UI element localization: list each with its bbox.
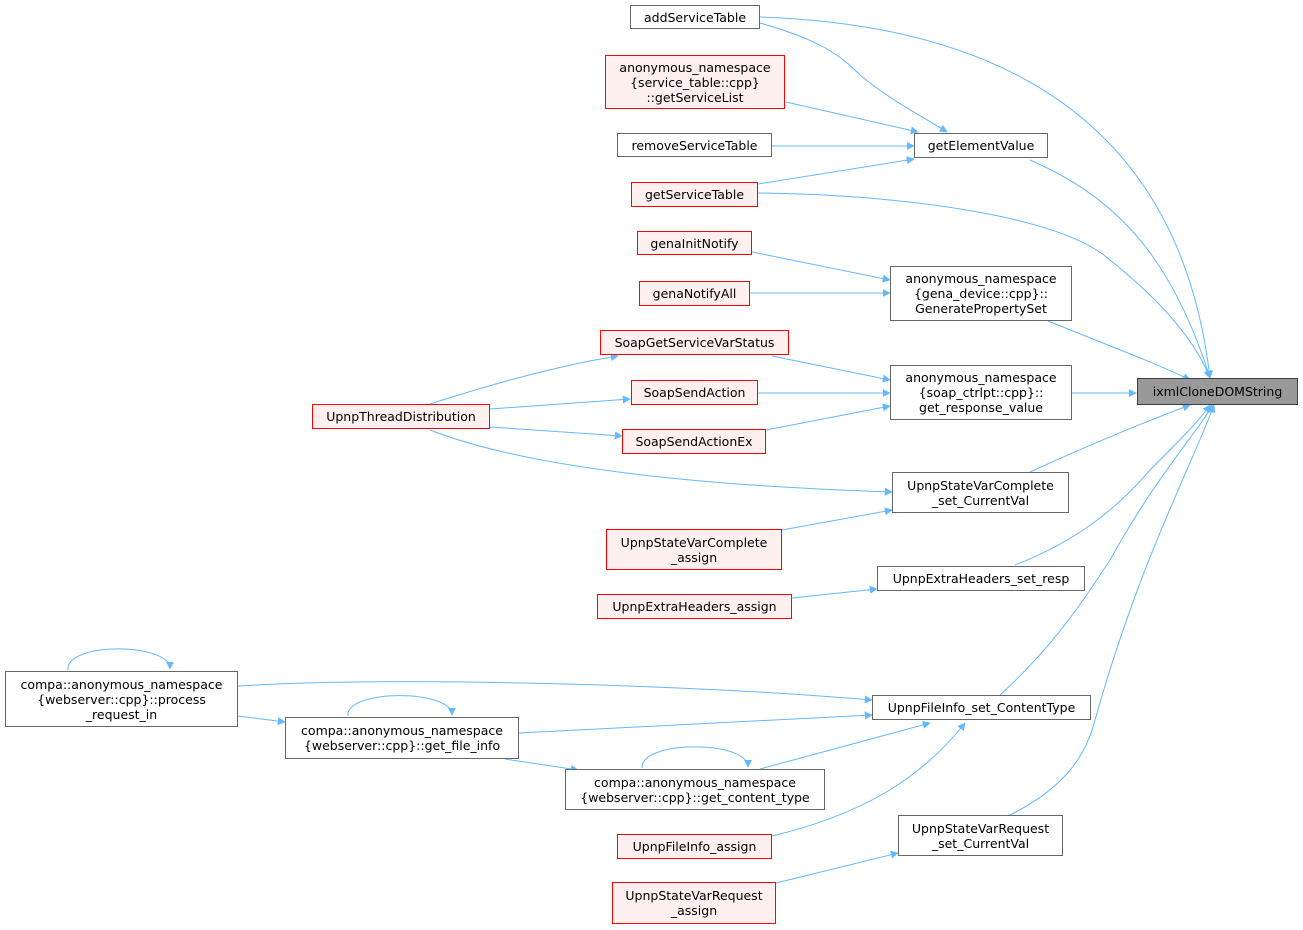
edge-getElementValue-root bbox=[1029, 159, 1212, 379]
node-label: compa::anonymous_namespace {webserver::c… bbox=[301, 723, 503, 753]
node-UpnpStateVarComplete_set_CurrentVal[interactable]: UpnpStateVarComplete _set_CurrentVal bbox=[892, 472, 1069, 513]
edge-StateVarComplete-root bbox=[1029, 403, 1191, 473]
node-label: UpnpThreadDistribution bbox=[326, 409, 476, 424]
node-SoapSendAction[interactable]: SoapSendAction bbox=[631, 380, 758, 405]
node-addServiceTable[interactable]: addServiceTable bbox=[630, 5, 760, 29]
node-getServiceList[interactable]: anonymous_namespace {service_table::cpp}… bbox=[605, 55, 785, 109]
edge-addServiceTable-getElementValue bbox=[759, 22, 948, 133]
edge-ThreadDistribution-SoapGetServiceVarStatus bbox=[429, 353, 619, 405]
node-label: genaInitNotify bbox=[650, 235, 739, 251]
node-genaInitNotify[interactable]: genaInitNotify bbox=[637, 231, 752, 255]
edge-process_request_in-FileInfo bbox=[237, 681, 873, 704]
edge-StateVarRequest_assign-StateVarRequest bbox=[775, 850, 899, 884]
edge-get_file_info-self bbox=[347, 695, 456, 717]
node-ixmlCloneDOMString: ixmlCloneDOMString bbox=[1137, 378, 1298, 405]
edge-ThreadDistribution-SoapSendAction bbox=[489, 395, 631, 410]
edge-SoapGetServiceVarStatus-get_response_value bbox=[771, 355, 891, 383]
edge-getServiceTable-getElementValue bbox=[757, 156, 915, 185]
edge-ThreadDistribution-StateVarComplete bbox=[429, 429, 893, 496]
edge-ExtraHeaders_assign-ExtraHeaders bbox=[791, 585, 878, 599]
edge-GeneratePropertySet-root bbox=[1047, 320, 1191, 381]
node-SoapGetServiceVarStatus[interactable]: SoapGetServiceVarStatus bbox=[600, 330, 789, 355]
edge-ThreadDistribution-SoapSendActionEx bbox=[489, 426, 623, 440]
node-label: anonymous_namespace {gena_device::cpp}::… bbox=[905, 271, 1057, 316]
node-label: UpnpStateVarComplete _set_CurrentVal bbox=[907, 477, 1054, 508]
edge-process_request_in-self bbox=[67, 648, 174, 671]
node-label: UpnpExtraHeaders_set_resp bbox=[892, 571, 1070, 586]
node-label: anonymous_namespace {soap_ctrlpt::cpp}::… bbox=[905, 370, 1057, 415]
node-get_content_type[interactable]: compa::anonymous_namespace {webserver::c… bbox=[565, 769, 825, 810]
edge-addServiceTable-root bbox=[759, 16, 1214, 379]
node-label: UpnpStateVarRequest _assign bbox=[625, 888, 763, 918]
node-label: genaNotifyAll bbox=[652, 286, 737, 301]
node-label: ixmlCloneDOMString bbox=[1152, 384, 1283, 399]
node-UpnpStateVarComplete_assign[interactable]: UpnpStateVarComplete _assign bbox=[606, 529, 782, 570]
node-label: anonymous_namespace {service_table::cpp}… bbox=[619, 59, 771, 105]
node-label: getElementValue bbox=[927, 138, 1035, 153]
node-label: UpnpExtraHeaders_assign bbox=[612, 599, 777, 614]
node-label: removeServiceTable bbox=[631, 137, 758, 153]
edge-StateVarRequest-root bbox=[1009, 404, 1216, 816]
node-get_file_info[interactable]: compa::anonymous_namespace {webserver::c… bbox=[285, 717, 519, 759]
node-UpnpStateVarRequest_assign[interactable]: UpnpStateVarRequest _assign bbox=[612, 882, 776, 924]
edge-FileInfo_assign-FileInfo bbox=[771, 722, 966, 837]
edge-ExtraHeaders-root bbox=[1014, 404, 1211, 566]
edge-FileInfo-root bbox=[999, 404, 1213, 696]
edge-SoapSendActionEx-get_response_value bbox=[765, 403, 891, 431]
node-GeneratePropertySet[interactable]: anonymous_namespace {gena_device::cpp}::… bbox=[890, 266, 1072, 321]
node-UpnpExtraHeaders_set_resp[interactable]: UpnpExtraHeaders_set_resp bbox=[877, 566, 1085, 591]
node-label: SoapSendAction bbox=[643, 385, 746, 400]
node-label: compa::anonymous_namespace {webserver::c… bbox=[20, 676, 223, 722]
node-label: getServiceTable bbox=[644, 187, 745, 202]
node-UpnpExtraHeaders_assign[interactable]: UpnpExtraHeaders_assign bbox=[597, 594, 792, 619]
edge-get_content_type-FileInfo bbox=[759, 721, 931, 770]
node-label: SoapSendActionEx bbox=[635, 434, 753, 449]
node-UpnpStateVarRequest_set_CurrentVal[interactable]: UpnpStateVarRequest _set_CurrentVal bbox=[898, 815, 1063, 856]
edge-get_content_type-self bbox=[641, 746, 752, 769]
node-label: UpnpStateVarRequest _set_CurrentVal bbox=[911, 820, 1050, 851]
node-SoapSendActionEx[interactable]: SoapSendActionEx bbox=[622, 429, 766, 454]
node-removeServiceTable[interactable]: removeServiceTable bbox=[617, 133, 772, 157]
node-label: addServiceTable bbox=[643, 9, 747, 25]
node-label: UpnpFileInfo_assign bbox=[632, 839, 757, 854]
node-label: compa::anonymous_namespace {webserver::c… bbox=[580, 774, 810, 805]
node-UpnpFileInfo_assign[interactable]: UpnpFileInfo_assign bbox=[617, 834, 772, 859]
node-UpnpFileInfo_set_ContentType[interactable]: UpnpFileInfo_set_ContentType bbox=[872, 695, 1091, 720]
node-genaNotifyAll[interactable]: genaNotifyAll bbox=[639, 281, 750, 306]
node-getServiceTable[interactable]: getServiceTable bbox=[631, 182, 758, 207]
node-get_response_value[interactable]: anonymous_namespace {soap_ctrlpt::cpp}::… bbox=[890, 365, 1072, 420]
node-label: SoapGetServiceVarStatus bbox=[614, 335, 775, 350]
node-UpnpThreadDistribution[interactable]: UpnpThreadDistribution bbox=[312, 404, 490, 429]
edge-getServiceList-getElementValue bbox=[785, 101, 919, 135]
edge-get_file_info-get_content_type bbox=[504, 758, 579, 773]
edge-genaInitNotify-GeneratePropertySet bbox=[751, 251, 891, 283]
node-label: UpnpFileInfo_set_ContentType bbox=[887, 700, 1076, 715]
node-label: UpnpStateVarComplete _assign bbox=[620, 534, 768, 565]
node-process_request_in[interactable]: compa::anonymous_namespace {webserver::c… bbox=[5, 671, 238, 727]
node-getElementValue[interactable]: getElementValue bbox=[914, 133, 1048, 158]
edge-StateVarComplete_assign-StateVarComplete bbox=[781, 507, 893, 531]
edge-get_file_info-FileInfo bbox=[518, 711, 873, 734]
edge-process_request_in-get_file_info bbox=[237, 715, 286, 726]
edge-getServiceTable-root bbox=[757, 192, 1212, 379]
